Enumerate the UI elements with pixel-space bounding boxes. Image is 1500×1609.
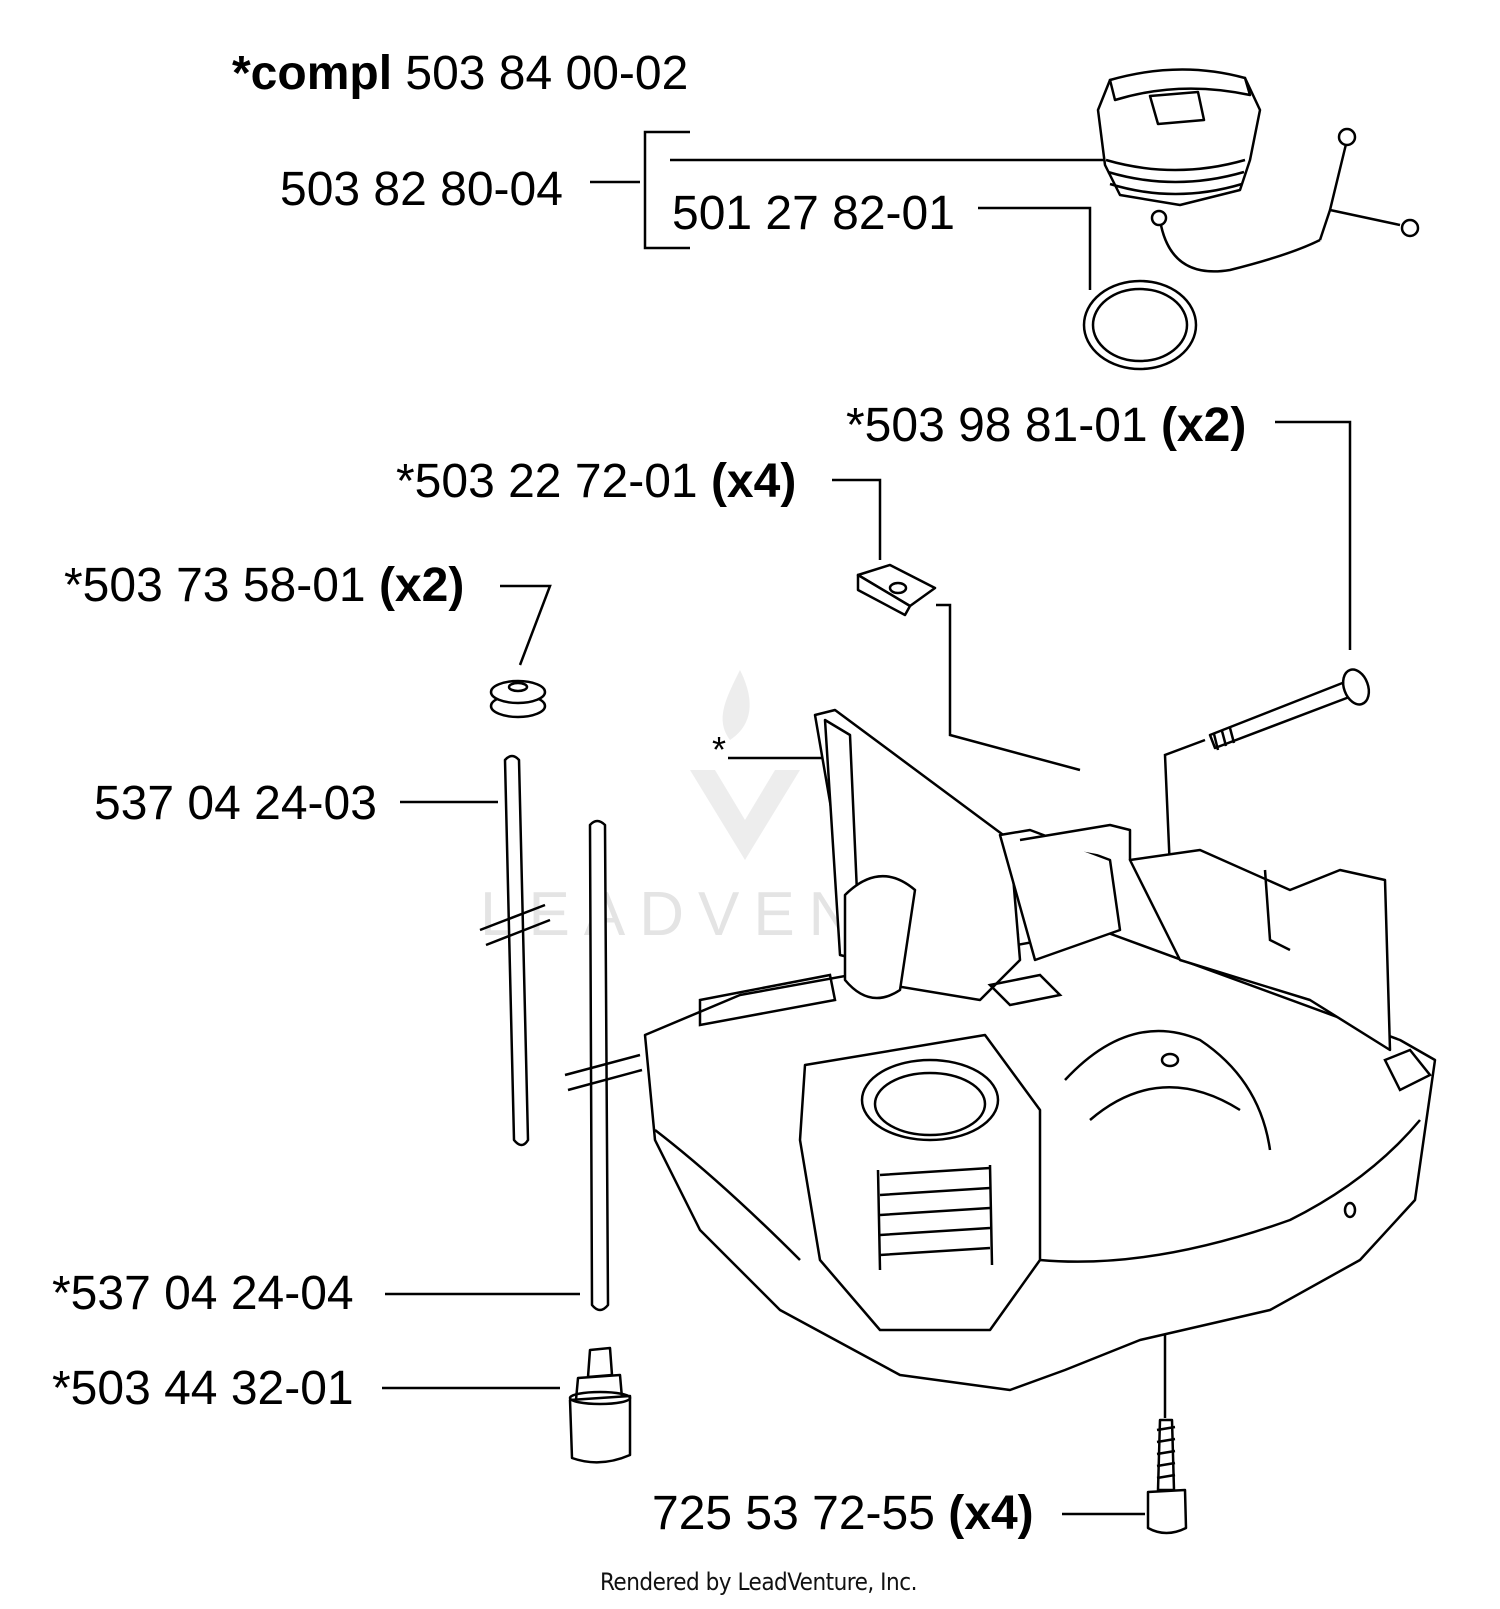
- grommet: [489, 679, 547, 719]
- fuel-tank-housing: [643, 708, 1437, 1392]
- fuel-cap: [1096, 68, 1420, 273]
- watermark-logo: [690, 670, 800, 860]
- label-o-ring: 501 27 82-01: [672, 187, 955, 240]
- label-screw-bottom-qty: (x4): [948, 1487, 1034, 1540]
- label-hose-1: 537 04 24-03: [94, 777, 377, 830]
- label-tank-asterisk: *: [712, 729, 727, 770]
- label-screw-bottom-number: 725 53 72-55: [652, 1487, 935, 1540]
- label-cap-assembly: 503 82 80-04: [280, 163, 563, 216]
- hose-short: [479, 754, 551, 1147]
- label-compl-number: 503 84 00-02: [405, 47, 689, 100]
- bottom-screw: [1146, 1418, 1188, 1535]
- footer-credit: Rendered by LeadVenture, Inc.: [600, 1568, 917, 1596]
- label-clip-qty: (x4): [710, 455, 797, 508]
- fuel-filter: [568, 1346, 632, 1464]
- leader-lines-top: [382, 130, 1352, 1516]
- label-screw-top-qty: (x2): [1160, 399, 1247, 452]
- label-screw-top: *503 98 81-01 (x2): [846, 402, 1246, 450]
- top-screw: [1208, 668, 1371, 751]
- label-grommet-qty: (x2): [378, 559, 465, 612]
- label-screw-bottom: 725 53 72-55 (x4): [652, 1490, 1034, 1538]
- label-clip: *503 22 72-01 (x4): [396, 458, 796, 506]
- clip-part: [856, 563, 937, 617]
- o-ring: [1082, 279, 1198, 371]
- label-hose-2: *537 04 24-04: [52, 1267, 354, 1320]
- label-filter: *503 44 32-01: [52, 1362, 354, 1415]
- hose-long: [564, 819, 643, 1312]
- label-screw-top-number: *503 98 81-01: [846, 399, 1148, 452]
- label-compl: *compl 503 84 00-02: [232, 50, 688, 98]
- label-compl-prefix: *compl: [232, 47, 393, 100]
- label-grommet: *503 73 58-01 (x2): [64, 562, 464, 610]
- label-grommet-number: *503 73 58-01: [64, 559, 366, 612]
- label-clip-number: *503 22 72-01: [396, 455, 698, 508]
